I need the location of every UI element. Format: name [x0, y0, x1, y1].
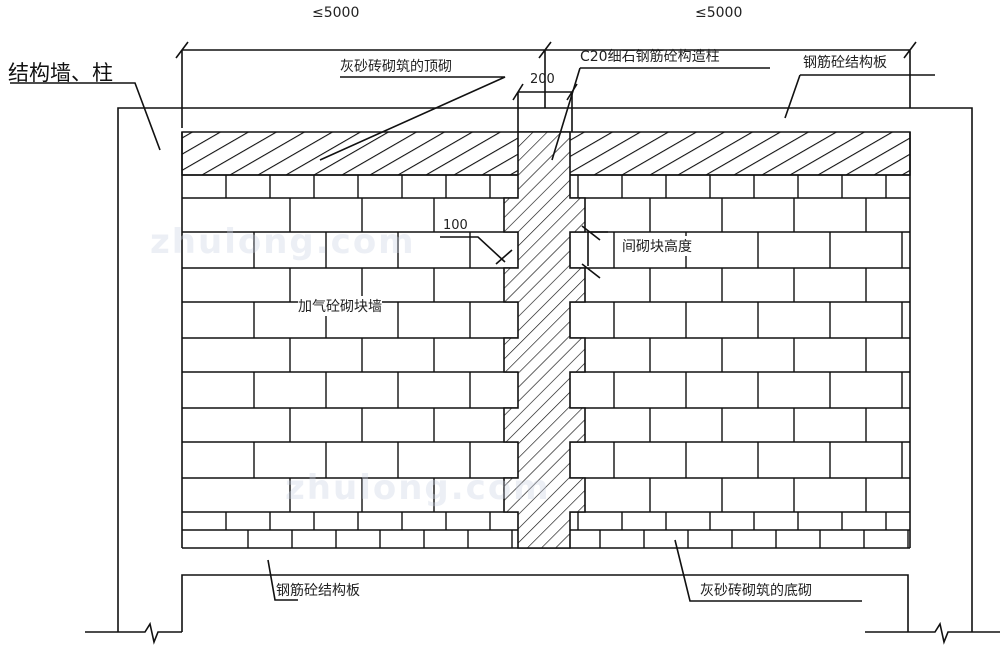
label-aac-block-wall: 加气砼砌块墙: [298, 296, 382, 316]
leader-structural-wall: [10, 82, 161, 151]
dimension-column-width: 200: [530, 72, 555, 87]
leader-tie-column: [551, 67, 770, 161]
watermark: zhulong.com: [150, 222, 416, 262]
column-dimension: [512, 83, 578, 132]
block-height-dimension: [581, 225, 608, 279]
leader-top-course: [319, 76, 506, 161]
dimension-right-span: ≤5000: [695, 5, 743, 21]
leader-top-slab: [784, 74, 935, 119]
break-line-right: [865, 621, 1000, 645]
dimension-tie-depth: 100: [443, 218, 468, 233]
label-structural-wall-column: 结构墙、柱: [8, 61, 113, 85]
label-top-course: 灰砂砖砌筑的顶砌: [340, 59, 452, 75]
label-bottom-course: 灰砂砖砌筑的底砌: [700, 583, 812, 599]
watermark: zhulong.com: [285, 468, 551, 508]
bottom-slab-outline: [181, 574, 909, 632]
break-line-left: [85, 621, 182, 645]
dimension-left-span: ≤5000: [312, 5, 360, 21]
dimension-line: [175, 41, 917, 128]
label-tie-column: C20细石钢筋砼构造柱: [580, 49, 720, 65]
label-top-slab: 钢筋砼结构板: [803, 55, 887, 71]
leader-bottom-slab: [267, 559, 298, 601]
label-block-height: 间砌块高度: [622, 236, 692, 256]
tie-column-hatch: [503, 131, 586, 549]
tie-column: [503, 131, 586, 549]
label-bottom-slab: 钢筋砼结构板: [276, 583, 360, 599]
structure-frame: [10, 41, 1000, 645]
leader-bottom-course: [674, 539, 862, 602]
tie-depth-dimension: [440, 236, 513, 265]
